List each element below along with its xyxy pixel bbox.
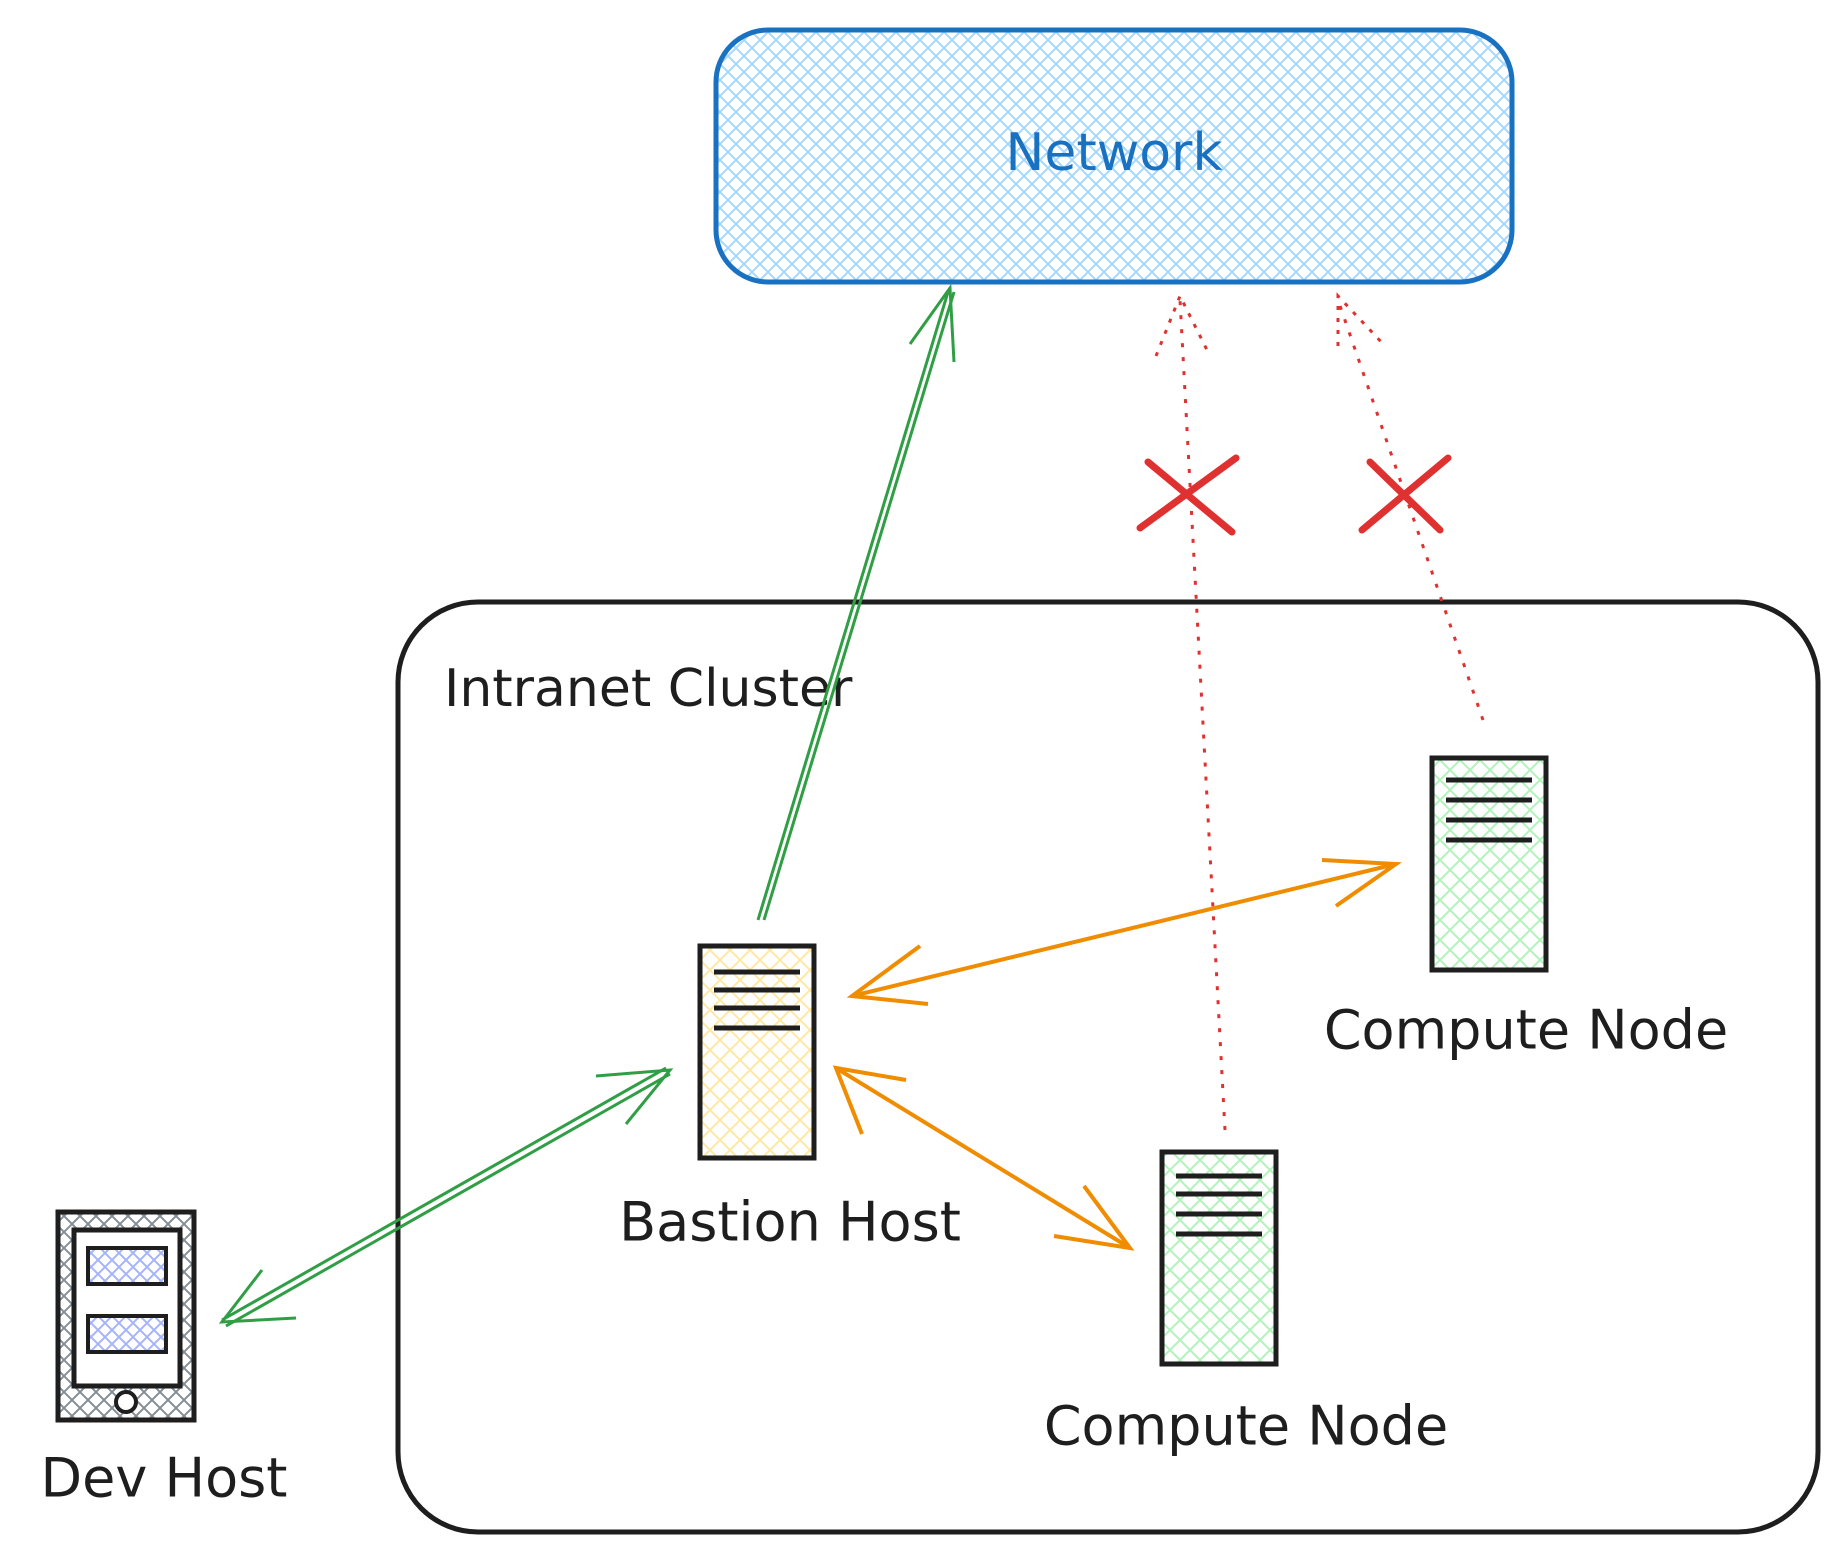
server-rack-lines [714, 969, 800, 1031]
blocked-arrowheads [1154, 292, 1387, 357]
bastion-to-network-link [756, 283, 956, 921]
bastion-to-compute-1-link [846, 858, 1402, 1006]
blocked-x-icon [1136, 454, 1240, 536]
dev-host-label: Dev Host [41, 1447, 288, 1510]
blocked-link-compute-2 [1178, 299, 1227, 1131]
compute-node-2: Compute Node [1044, 1149, 1448, 1458]
network-node: Network [713, 27, 1515, 285]
dev-host-screen-top [86, 1246, 168, 1286]
dev-host-button-icon [114, 1390, 138, 1414]
server-rack-lines [1446, 777, 1532, 843]
network-label: Network [1005, 123, 1222, 183]
dev-to-bastion-link [218, 1066, 674, 1328]
bastion-to-compute-2-link [832, 1065, 1135, 1251]
intranet-cluster: Intranet Cluster [395, 599, 1821, 1535]
dev-host: Dev Host [41, 1209, 288, 1510]
compute-node-2-label: Compute Node [1044, 1395, 1448, 1458]
bastion-label: Bastion Host [619, 1191, 961, 1254]
blocked-x-marks [1136, 454, 1452, 536]
server-rack-lines [1176, 1173, 1262, 1237]
dev-host-screen-bottom [86, 1314, 168, 1354]
cluster-label: Intranet Cluster [444, 659, 853, 719]
bastion-host: Bastion Host [619, 943, 961, 1254]
blocked-link-compute-1 [1336, 299, 1485, 721]
blocked-x-icon [1358, 454, 1452, 534]
compute-node-1: Compute Node [1324, 755, 1728, 1062]
compute-node-1-label: Compute Node [1324, 999, 1728, 1062]
